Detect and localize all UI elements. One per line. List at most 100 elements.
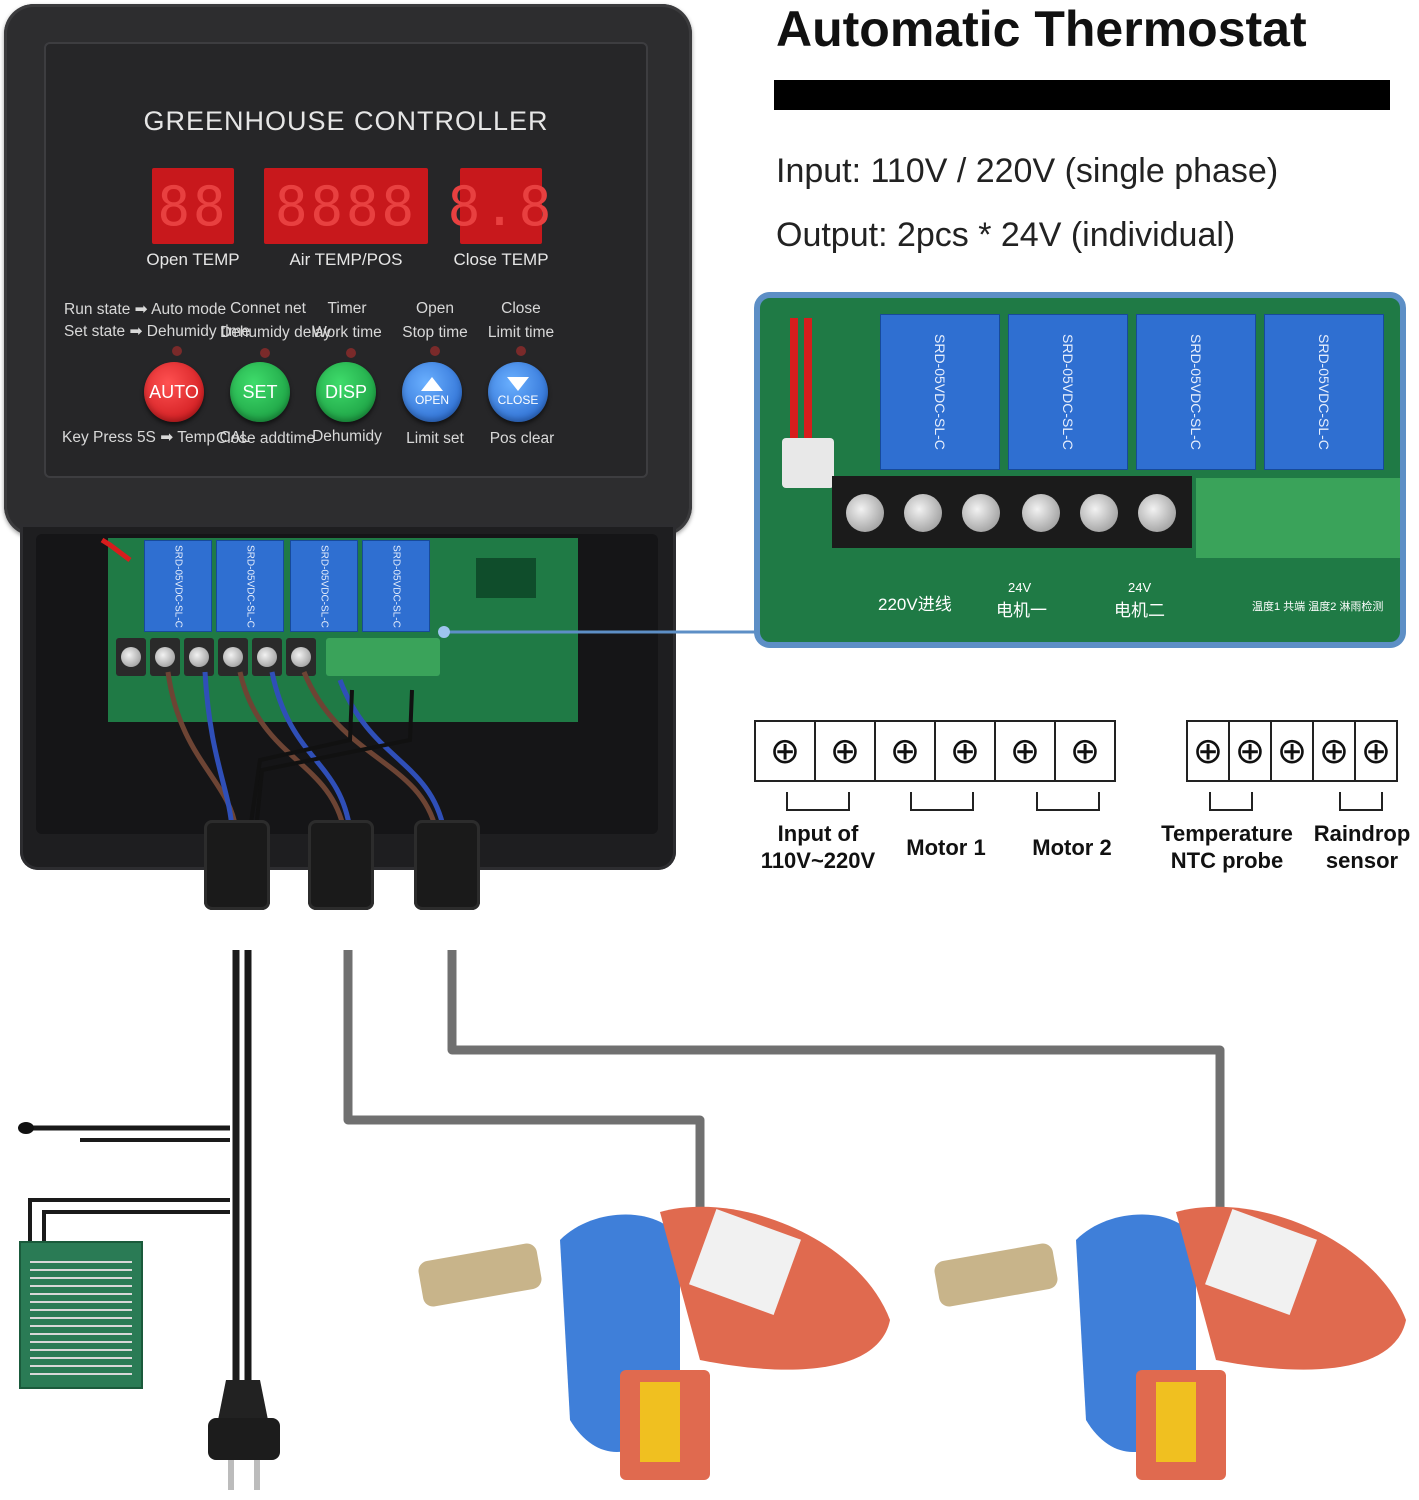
brown-wire — [301, 671, 439, 831]
terminal-cell: ⊕ — [874, 720, 936, 782]
label-24v-1: 24V — [1008, 580, 1032, 595]
relay-4: SRD-05VDC-SL-C — [362, 540, 430, 632]
sensor-terminal-diagram: ⊕ ⊕ ⊕ ⊕ ⊕ — [1186, 720, 1398, 782]
stop-time-label: Stop time — [402, 324, 468, 341]
screw-icon — [257, 647, 277, 667]
screw-icon — [155, 647, 175, 667]
disp-button[interactable]: DISP — [316, 362, 376, 422]
power-plug — [208, 1418, 280, 1460]
sensor-traces — [30, 1261, 132, 1375]
pos-clear-label: Pos clear — [489, 430, 555, 447]
title-underline-bar — [774, 80, 1390, 110]
terminal-cell: ⊕ — [1186, 720, 1230, 782]
screw-terminal — [150, 638, 180, 676]
air-temp-display: 8888 — [264, 168, 428, 244]
black-wire — [254, 689, 414, 831]
arrow-up-icon — [421, 377, 443, 391]
plug-prong — [228, 1460, 234, 1490]
close-label: Close — [501, 300, 541, 317]
set-button[interactable]: SET — [230, 362, 290, 422]
brown-wire — [165, 671, 239, 831]
cable-gland-2 — [308, 820, 374, 910]
terminal-cross-icon: ⊕ — [889, 730, 921, 771]
connet-net-label: Connet net — [230, 300, 306, 317]
cable-gland-3 — [414, 820, 480, 910]
screw-icon — [1080, 494, 1118, 532]
screw-icon — [1138, 494, 1176, 532]
label-input-power: Input of 110V~220V — [760, 821, 876, 873]
ntc-probe-tip — [18, 1122, 34, 1134]
sensor-terminal-block — [326, 638, 440, 676]
dehumidy-delay-label: Dehumidy delay — [220, 324, 332, 341]
label-motor-1-cn: 电机一 — [996, 601, 1047, 620]
work-time-label: Work time — [312, 324, 382, 341]
terminal-cross-icon: ⊕ — [829, 730, 861, 771]
terminal-cross-icon: ⊕ — [1192, 730, 1224, 771]
relay-2: SRD-05VDC-SL-C — [216, 540, 284, 632]
terminal-cell: ⊕ — [1054, 720, 1116, 782]
black-wire — [248, 689, 354, 831]
label-temperature-probe: Temperature NTC probe — [1161, 821, 1293, 873]
terminal-cell: ⊕ — [1228, 720, 1272, 782]
terminal-cell: ⊕ — [814, 720, 876, 782]
timer-label: Timer — [327, 300, 367, 317]
terminal-cell: ⊕ — [1312, 720, 1356, 782]
close-temp-display: 8.8 — [448, 168, 551, 244]
dehumidy-label: Dehumidy — [312, 428, 382, 445]
front-panel: GREENHOUSE CONTROLLER 88 8888 8.8 Open T… — [44, 42, 648, 478]
motor2-cable — [447, 950, 1225, 1220]
red-wire — [100, 537, 132, 562]
cable-gland-1 — [204, 820, 270, 910]
open-temp-label: Open TEMP — [146, 250, 240, 269]
brown-wire — [237, 671, 347, 831]
label-motor-1: Motor 1 — [906, 835, 986, 860]
terminal-cross-icon: ⊕ — [1069, 730, 1101, 771]
actuator-motor-2 — [934, 1206, 1406, 1480]
label-motor-2-cn: 电机二 — [1114, 601, 1165, 620]
callout-dot — [438, 626, 450, 638]
screw-icon — [189, 647, 209, 667]
page-title: Automatic Thermostat — [776, 1, 1307, 57]
label-24v-2: 24V — [1128, 580, 1152, 595]
terminal-cell: ⊕ — [754, 720, 816, 782]
actuator-motor-1 — [418, 1206, 890, 1480]
close-button[interactable]: CLOSE — [488, 362, 548, 422]
runstate-label: Run state ➡ Auto mode — [64, 301, 227, 318]
terminal-cell: ⊕ — [994, 720, 1056, 782]
connet-net-led — [260, 348, 270, 358]
terminal-cross-icon: ⊕ — [1360, 730, 1392, 771]
limit-time-label: Limit time — [487, 324, 555, 341]
screw-icon — [1022, 494, 1060, 532]
zoomed-terminal-inset: SRD-05VDC-SL-C SRD-05VDC-SL-C SRD-05VDC-… — [754, 292, 1406, 648]
terminal-cell: ⊕ — [1270, 720, 1314, 782]
close-temp-label: Close TEMP — [453, 250, 549, 269]
terminal-cross-icon: ⊕ — [1234, 730, 1266, 771]
rain-sensor-cable — [42, 1210, 230, 1244]
screw-icon — [962, 494, 1000, 532]
plug-prong — [254, 1460, 260, 1490]
plug-neck — [218, 1380, 268, 1420]
setstate-label: Set state ➡ Dehumidy time — [64, 323, 251, 340]
air-temp-label: Air TEMP/POS — [289, 250, 403, 269]
input-spec: Input: 110V / 220V (single phase) — [776, 152, 1279, 190]
limit-set-label: Limit set — [406, 430, 464, 447]
open-button[interactable]: OPEN — [402, 362, 462, 422]
inset-red-wires — [780, 318, 836, 488]
chip — [476, 558, 536, 598]
close-addtime-label: Close addtime — [216, 430, 316, 447]
open-label: Open — [416, 300, 454, 317]
inset-sensor-terminal-block — [1196, 478, 1400, 558]
auto-button[interactable]: AUTO — [144, 362, 204, 422]
screw-terminal — [252, 638, 282, 676]
terminal-cross-icon: ⊕ — [1318, 730, 1350, 771]
terminal-cross-icon: ⊕ — [769, 730, 801, 771]
terminal-cross-icon: ⊕ — [949, 730, 981, 771]
screw-icon — [223, 647, 243, 667]
terminal-cell: ⊕ — [1354, 720, 1398, 782]
screw-icon — [904, 494, 942, 532]
open-led — [430, 346, 440, 356]
open-temp-display: 88 — [152, 168, 234, 244]
label-raindrop-sensor: Raindrop sensor — [1313, 821, 1411, 873]
connector — [782, 438, 834, 488]
